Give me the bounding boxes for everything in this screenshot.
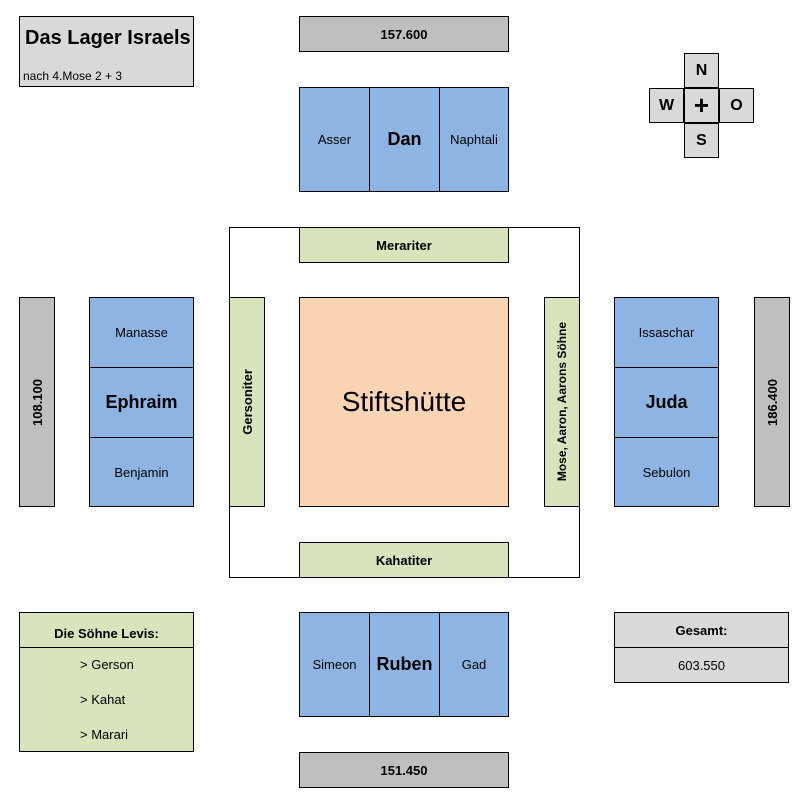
north-total: 157.600: [299, 16, 509, 52]
tribe-east-top: Issaschar: [614, 297, 719, 368]
legend-item: > Gerson: [80, 657, 134, 672]
compass-north: N: [684, 53, 719, 88]
diagram-subtitle: nach 4.Mose 2 + 3: [23, 69, 123, 83]
levite-west: Gersoniter: [239, 369, 255, 435]
tribe-east-leader: Juda: [614, 367, 719, 438]
compass-east: O: [719, 88, 754, 123]
legend-item: > Marari: [80, 727, 129, 742]
levite-south: Kahatiter: [299, 542, 509, 578]
west-total-box: 108.100: [19, 297, 55, 507]
legend-list: > Gerson > Kahat > Marari: [19, 647, 194, 752]
tribe-north-leader: Dan: [369, 87, 440, 192]
west-total: 108.100: [29, 378, 45, 426]
total-value: 603.550: [614, 647, 789, 683]
levite-east-box: Mose, Aaron, Aarons Söhne: [544, 297, 580, 507]
levite-west-box: Gersoniter: [229, 297, 265, 507]
levite-north: Merariter: [299, 227, 509, 263]
tabernacle: Stiftshütte: [299, 297, 509, 507]
tribe-north-right: Naphtali: [439, 87, 509, 192]
tribe-south-right: Gad: [439, 612, 509, 717]
compass-center-icon: +: [684, 88, 719, 123]
compass-west: W: [649, 88, 684, 123]
legend-heading: Die Söhne Levis:: [19, 612, 194, 648]
tribe-west-top: Manasse: [89, 297, 194, 368]
tribe-west-leader: Ephraim: [89, 367, 194, 438]
east-total-box: 186.400: [754, 297, 790, 507]
title-box: Das Lager Israels nach 4.Mose 2 + 3: [19, 16, 194, 87]
total-label: Gesamt:: [614, 612, 789, 648]
compass-south: S: [684, 123, 719, 158]
tribe-west-bottom: Benjamin: [89, 437, 194, 507]
tribe-east-bottom: Sebulon: [614, 437, 719, 507]
tribe-south-left: Simeon: [299, 612, 370, 717]
tribe-north-left: Asser: [299, 87, 370, 192]
diagram-title: Das Lager Israels: [25, 27, 191, 49]
tribe-south-leader: Ruben: [369, 612, 440, 717]
south-total: 151.450: [299, 752, 509, 788]
levite-east: Mose, Aaron, Aarons Söhne: [555, 322, 569, 482]
east-total: 186.400: [764, 378, 780, 426]
legend-item: > Kahat: [80, 692, 126, 707]
